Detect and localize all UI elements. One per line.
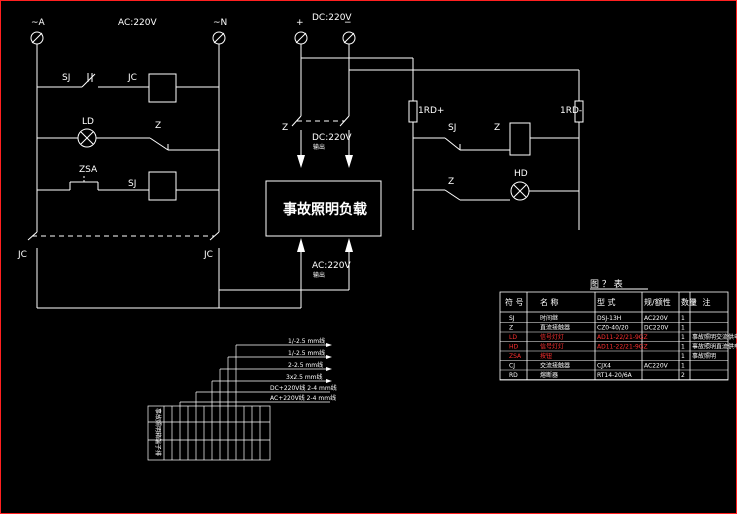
table-cell-spec: DC220V (644, 325, 669, 332)
terminal-block-title: 事故照明箱端子排 (154, 408, 162, 456)
load-ac-label: AC:220V (312, 261, 351, 271)
label-zsa: ZSA (79, 165, 98, 175)
label-jc-coil: JC (127, 73, 137, 83)
table-cell-qty: 1 (681, 344, 685, 351)
label-z-1: Z (155, 121, 161, 131)
label-ld: LD (82, 117, 94, 127)
label-fuse-minus: 1RD- (560, 106, 582, 116)
table-cell-model: CJX4 (597, 363, 611, 370)
label-sj-coil: SJ (128, 179, 136, 189)
label-hd: HD (514, 169, 528, 179)
table-cell-sym: Z (509, 325, 513, 332)
table-cell-sym: SJ (509, 315, 515, 322)
table-header-1: 名 称 (540, 297, 559, 307)
table-cell-name: 时间继 (540, 314, 558, 322)
fuse-minus (574, 100, 584, 123)
component-table (499, 291, 729, 381)
table-cell-spec: AC220V (644, 363, 669, 370)
table-cell-note: 事故照明交流供电 (692, 333, 737, 341)
table-cell-qty: 1 (681, 363, 685, 370)
ac-neutral-label: ~N (213, 18, 227, 28)
table-cell-sym: CJ (509, 363, 515, 370)
load-dc-label: DC:220V (312, 133, 352, 143)
table-cell-model: DSJ-13H (597, 315, 621, 322)
label-z-coil: Z (494, 123, 500, 133)
table-cell-qty: 1 (681, 315, 685, 322)
jc-contacts (27, 231, 220, 308)
wire-label-3: 2-2.5 mm线 (288, 361, 323, 369)
row-ld-z (37, 128, 219, 151)
table-cell-model: CZ0-40/20 (597, 325, 629, 332)
label-z-dc2: Z (448, 177, 454, 187)
table-cell-sym: ZSA (509, 353, 522, 360)
ac-feed-lines (37, 238, 353, 309)
row-zsa-sj (37, 171, 219, 201)
dc-plus-label: + (296, 18, 304, 28)
table-header-5: ？ 注 (692, 297, 711, 307)
wiring-arrows (326, 343, 332, 383)
wiring-sketch (147, 344, 330, 461)
ac-terminal-a (30, 31, 44, 45)
table-header-3: 规/额性 (644, 297, 671, 307)
label-z-dc: Z (282, 123, 288, 133)
fuse-plus (408, 100, 418, 123)
label-jc-right: JC (203, 250, 213, 260)
dc-z-contacts (291, 115, 353, 168)
dc-minus-label: − (344, 18, 352, 28)
row-sj-jc (37, 73, 219, 103)
table-cell-name: 交流接触器 (540, 362, 570, 370)
dc-voltage-label: DC:220V (312, 13, 352, 23)
table-header-4: 数量 (681, 297, 697, 307)
load-box-title: 事故照明负载 (283, 201, 367, 218)
load-dc-sub: 输出 (313, 143, 325, 151)
table-cell-sym: LD (509, 334, 517, 341)
table-header-2: 型 式 (597, 297, 616, 307)
dc-terminal-minus (342, 31, 356, 45)
table-cell-qty: 1 (681, 325, 685, 332)
table-cell-name: 按钮 (540, 352, 552, 360)
ac-terminal-n (212, 31, 226, 45)
table-cell-name: 熔断器 (540, 371, 558, 379)
wire-label-1: 1/-2.5 mm线 (288, 337, 325, 345)
wire-label-4: 3x2.5 mm线 (286, 373, 323, 381)
table-cell-sym: RD (509, 372, 518, 379)
wire-label-2: 1/-2.5 mm线 (288, 349, 325, 357)
label-sj-dc: SJ (448, 123, 456, 133)
table-cell-note: 事故照明 (692, 352, 716, 360)
table-cell-qty: 1 (681, 334, 685, 341)
table-cell-name: 直流接触器 (540, 324, 570, 332)
load-ac-sub: 输出 (313, 271, 325, 279)
table-cell-spec: AC220V (644, 315, 669, 322)
table-cell-sym: HD (509, 344, 519, 351)
dc-row-sj-z (413, 122, 579, 156)
dc-terminal-plus (294, 31, 308, 45)
table-cell-model: AD11-22/21-9GZ (597, 344, 648, 351)
table-cell-note: 事故照明直流供电 (692, 343, 737, 351)
dc-buses (300, 44, 580, 230)
table-cell-model: RT14-20/6A (597, 372, 633, 379)
table-cell-qty: 2 (681, 372, 685, 379)
label-sj-1: SJ (62, 73, 70, 83)
load-box (265, 180, 382, 237)
ac-voltage-label: AC:220V (118, 18, 157, 28)
wire-label-5: DC+220V线 2-4 mm线 (270, 384, 337, 392)
ac-phase-label: ~A (31, 18, 46, 28)
label-jc-left: JC (17, 250, 27, 260)
table-cell-model: AD11-22/21-9GZ (597, 334, 648, 341)
wire-label-6: AC+220V线 2-4 mm线 (270, 394, 336, 402)
dc-row-z-hd (413, 181, 579, 201)
table-header-0: 符 号 (505, 297, 524, 307)
table-title: 图 ？ 表 (590, 278, 623, 290)
label-fuse-plus: 1RD+ (418, 106, 444, 116)
table-cell-name: 信号灯灯 (540, 343, 564, 351)
table-cell-name: 信号灯灯 (540, 333, 564, 341)
table-cell-qty: 1 (681, 353, 685, 360)
